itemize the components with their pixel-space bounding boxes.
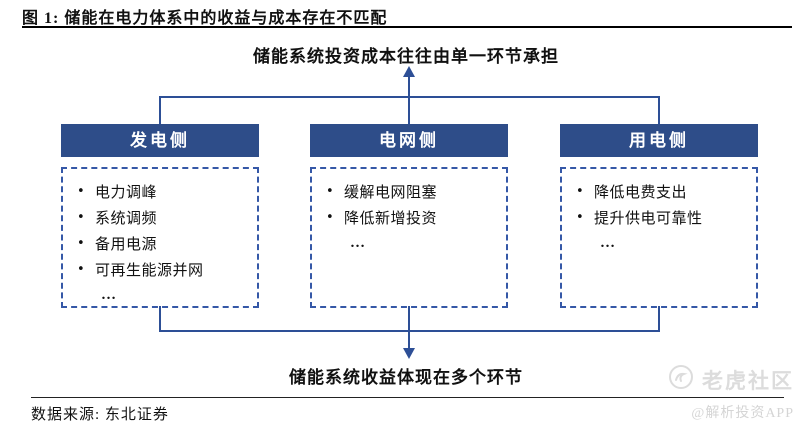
watermark-brand: 老虎社区	[702, 368, 794, 393]
list-item: • 备用电源	[63, 230, 257, 256]
connector-bottom-left-drop	[159, 306, 161, 332]
column-header-consumption: 用电侧	[560, 124, 758, 157]
list-item-label: 电力调峰	[95, 184, 158, 201]
list-item-label: 备用电源	[95, 236, 158, 253]
column-body-generation: • 电力调峰 • 系统调频 • 备用电源 • 可再生能源并网 …	[61, 167, 259, 308]
list-item-label: 缓解电网阻塞	[344, 184, 438, 201]
list-item: • 系统调频	[63, 204, 257, 230]
column-header-grid: 电网侧	[310, 124, 508, 157]
title-underline	[22, 26, 792, 28]
list-item-label: 可再生能源并网	[95, 262, 204, 279]
data-source: 数据来源: 东北证券	[31, 407, 169, 423]
column-body-consumption: • 降低电费支出 • 提升供电可靠性 …	[560, 167, 758, 308]
top-cost-label: 储能系统投资成本往往由单一环节承担	[253, 47, 559, 66]
watermark: 老虎社区	[668, 364, 794, 395]
bullet-icon: •	[576, 209, 585, 225]
arrow-up-icon	[403, 66, 415, 77]
list-item: • 降低电费支出	[562, 178, 756, 204]
list-item: • 降低新增投资	[312, 204, 506, 230]
list-item-label: 系统调频	[95, 210, 158, 227]
connector-top-horizontal	[159, 96, 660, 98]
watermark-handle: @解析投资APP	[691, 406, 794, 421]
connector-bottom-right-drop	[658, 306, 660, 332]
list-item-label: …	[600, 234, 617, 251]
list-item: • 提升供电可靠性	[562, 204, 756, 230]
bullet-icon: •	[576, 183, 585, 199]
source-divider	[31, 397, 784, 398]
bottom-benefit-label: 储能系统收益体现在多个环节	[289, 368, 523, 387]
list-item-ellipsis: …	[562, 230, 756, 256]
figure-title: 图 1: 储能在电力体系中的收益与成本存在不匹配	[22, 10, 388, 27]
tiger-logo-icon	[668, 364, 694, 395]
list-item-ellipsis: …	[63, 282, 257, 308]
connector-top-left-drop	[159, 96, 161, 126]
list-item-ellipsis: …	[312, 230, 506, 256]
bullet-icon: •	[77, 261, 86, 277]
connector-center-bottom	[408, 306, 410, 350]
list-item-label: 降低电费支出	[594, 184, 688, 201]
list-item: • 电力调峰	[63, 178, 257, 204]
list-item-label: …	[101, 286, 118, 303]
bullet-icon: •	[77, 209, 86, 225]
column-body-grid: • 缓解电网阻塞 • 降低新增投资 …	[310, 167, 508, 308]
list-item-label: 降低新增投资	[344, 210, 438, 227]
bullet-icon: •	[77, 235, 86, 251]
column-header-generation: 发电侧	[61, 124, 259, 157]
connector-top-right-drop	[658, 96, 660, 126]
list-item: • 可再生能源并网	[63, 256, 257, 282]
list-item-label: …	[350, 234, 367, 251]
bullet-icon: •	[326, 183, 335, 199]
bullet-icon: •	[326, 209, 335, 225]
arrow-down-icon	[403, 348, 415, 359]
connector-center-top	[408, 76, 410, 126]
list-item-label: 提升供电可靠性	[594, 210, 703, 227]
list-item: • 缓解电网阻塞	[312, 178, 506, 204]
bullet-icon: •	[77, 183, 86, 199]
